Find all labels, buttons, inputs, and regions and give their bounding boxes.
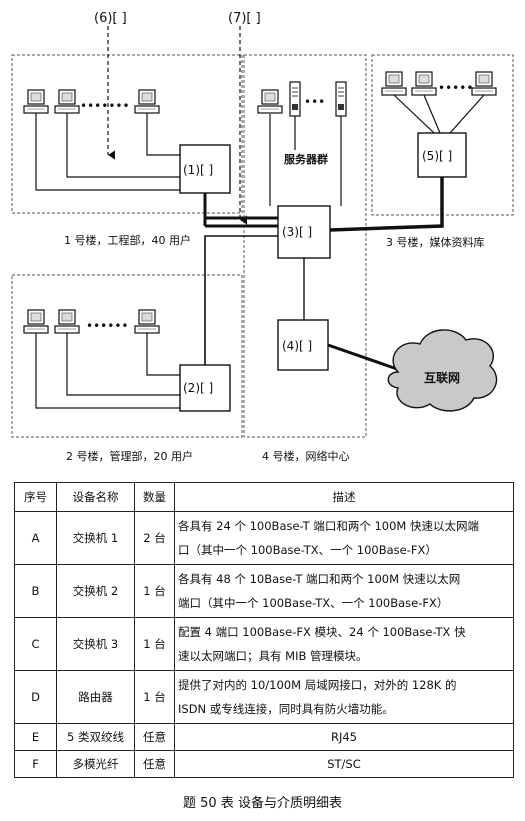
building2-caption: 2 号楼，管理部，20 用户 (66, 449, 193, 463)
quantity-cell: 1 台 (134, 564, 175, 618)
cable-line (66, 113, 180, 178)
row-id-cell: D (14, 670, 57, 724)
pc-icon (134, 89, 160, 114)
building2-region (11, 274, 243, 438)
network-topology-diagram: ••••••• (6)[ ] (7)[ ] (1)[ ] (3)[ ] ••• … (11, 11, 514, 463)
building1-region (11, 54, 243, 214)
description-line: ST/SC (327, 757, 361, 771)
description-cell: 提供了对内的 10/100M 局域网接口，对外的 128K 的 ISDN 或专线连… (174, 670, 514, 724)
header-cell: 数量 (134, 482, 175, 512)
pc-icon (134, 309, 160, 334)
description-line: 口（其中一个 100Base-TX、一个 100Base-FX） (178, 543, 437, 557)
header-cell: 设备名称 (56, 482, 135, 512)
device-2-label: (2)[ ] (183, 381, 213, 395)
description-cell: 各具有 48 个 10Base-T 端口和两个 100M 快速以太网端口（其中一… (174, 564, 514, 618)
cable-line (66, 333, 180, 396)
description-line: ISDN 或专线连接，同时具有防火墙功能。 (178, 702, 394, 716)
cable-line (449, 94, 485, 134)
internet-label: 互联网 (424, 371, 460, 385)
description-cell: 各具有 24 个 100Base-T 端口和两个 100M 快速以太网端口（其中… (174, 511, 514, 565)
quantity-cell: 任意 (134, 723, 175, 751)
device-name-cell: 5 类双绞线 (56, 723, 135, 751)
device-name-cell: 路由器 (56, 670, 135, 724)
description-cell: RJ45 (174, 723, 514, 751)
device-name-cell: 多模光纤 (56, 750, 135, 778)
pc-icon (54, 89, 80, 114)
pc-icon (381, 71, 407, 96)
pc-icon (411, 71, 437, 96)
ellipsis-dots: •••••• (86, 319, 128, 333)
description-line: 配置 4 端口 100Base-FX 模块、24 个 100Base-TX 快 (178, 625, 466, 639)
building4-region (243, 54, 367, 438)
pc-icon (257, 89, 283, 114)
header-cell: 描述 (174, 482, 514, 512)
description-line: 端口（其中一个 100Base-TX、一个 100Base-FX） (178, 596, 449, 610)
quantity-cell: 任意 (134, 750, 175, 778)
wan-link (327, 343, 401, 372)
ellipsis-dots: ••• (304, 95, 325, 109)
server-icon (335, 81, 347, 117)
building1-caption: 1 号楼，工程部，40 用户 (64, 233, 191, 247)
description-line: RJ45 (330, 730, 357, 744)
server-icon (289, 81, 301, 117)
cable-line (35, 333, 180, 409)
internet-cloud-icon (387, 329, 498, 412)
building4-caption: 4 号楼，网络中心 (262, 449, 350, 463)
cable-line (146, 113, 180, 156)
table-header-row: 序号 设备名称 数量 描述 (14, 482, 514, 512)
ellipsis-dots: ••••• (438, 81, 473, 95)
quantity-cell: 1 台 (134, 670, 175, 724)
device-3-label: (3)[ ] (282, 225, 312, 239)
device-name-cell: 交换机 1 (56, 511, 135, 565)
building3-caption: 3 号楼，媒体资料库 (386, 235, 485, 249)
pc-icon (23, 89, 49, 114)
device-5-label: (5)[ ] (422, 149, 452, 163)
blank-6-label: (6)[ ] (94, 11, 127, 26)
cable-line (146, 333, 180, 376)
table-caption: 题 50 表 设备与介质明细表 (183, 796, 342, 811)
description-line: 各具有 48 个 10Base-T 端口和两个 100M 快速以太网 (178, 572, 461, 586)
device-name-cell: 交换机 3 (56, 617, 135, 671)
row-id-cell: A (14, 511, 57, 565)
row-id-cell: F (14, 750, 57, 778)
header-cell: 序号 (14, 482, 57, 512)
description-cell: ST/SC (174, 750, 514, 778)
description-cell: 配置 4 端口 100Base-FX 模块、24 个 100Base-TX 快速… (174, 617, 514, 671)
description-line: 各具有 24 个 100Base-T 端口和两个 100M 快速以太网端 (178, 519, 480, 533)
server-group-label: 服务器群 (284, 152, 328, 166)
description-line: 速以太网端口；具有 MIB 管理模块。 (178, 649, 368, 663)
cable-line (423, 94, 441, 134)
pc-icon (54, 309, 80, 334)
cable-line (35, 113, 180, 191)
ellipsis-dots: ••••••• (80, 99, 130, 113)
backbone-link (329, 177, 444, 232)
device-4-label: (4)[ ] (282, 339, 312, 353)
description-line: 提供了对内的 10/100M 局域网接口，对外的 128K 的 (178, 678, 457, 692)
row-id-cell: B (14, 564, 57, 618)
pc-icon (471, 71, 497, 96)
backbone-link (204, 235, 278, 365)
row-id-cell: C (14, 617, 57, 671)
quantity-cell: 1 台 (134, 617, 175, 671)
quantity-cell: 2 台 (134, 511, 175, 565)
blank-7-label: (7)[ ] (228, 11, 261, 26)
cable-line (393, 94, 435, 134)
pc-icon (23, 309, 49, 334)
device-1-label: (1)[ ] (183, 163, 213, 177)
device-name-cell: 交换机 2 (56, 564, 135, 618)
row-id-cell: E (14, 723, 57, 751)
